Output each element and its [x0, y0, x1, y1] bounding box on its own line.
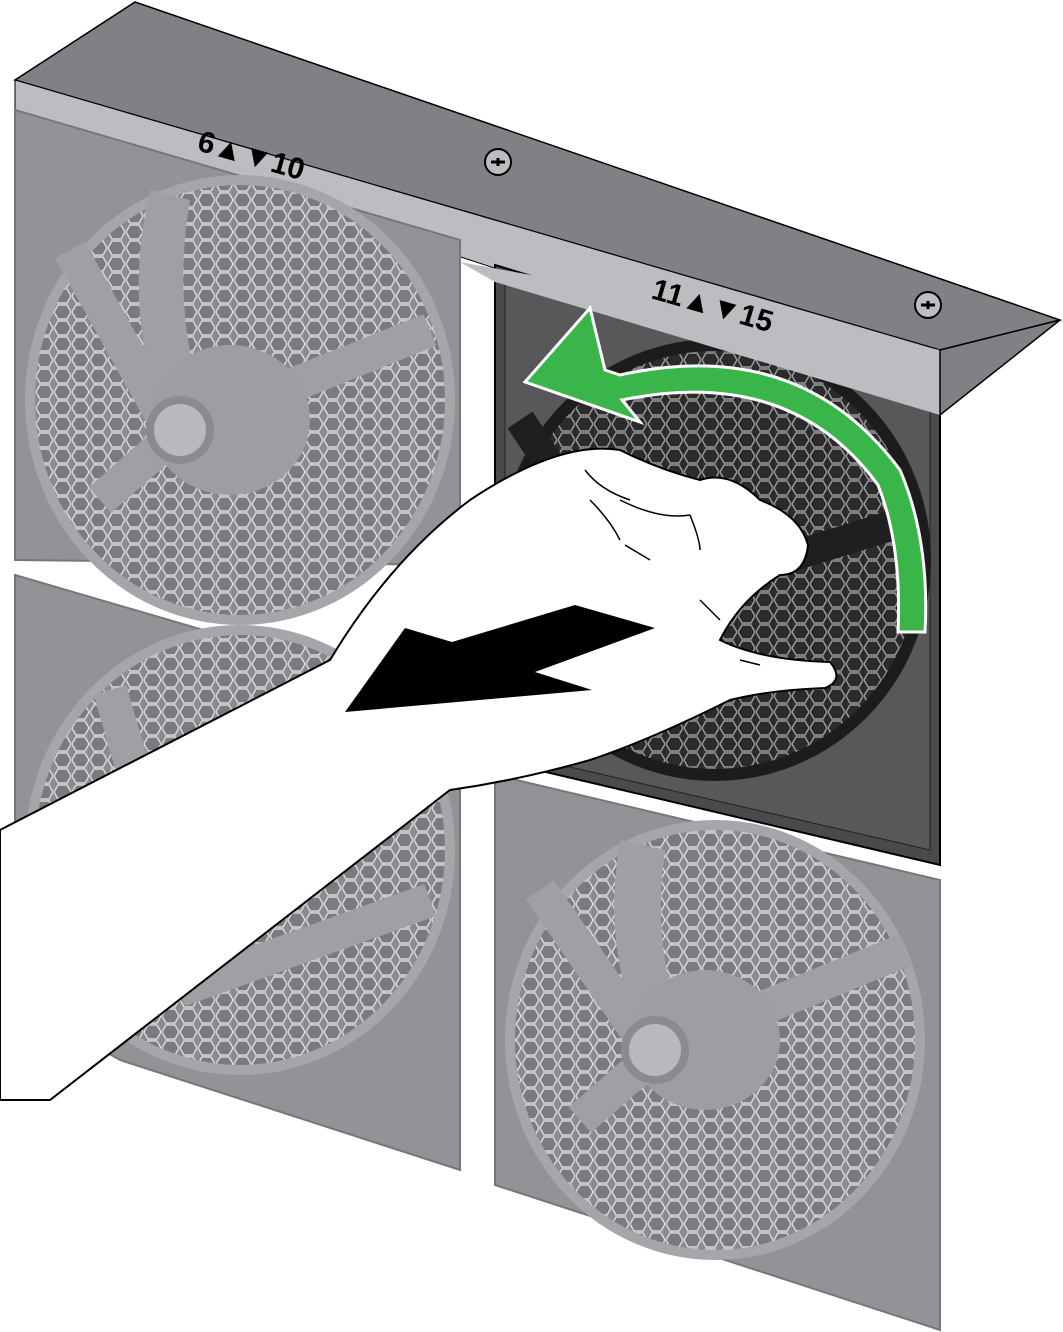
fan-module-bottom-right	[494, 773, 941, 1332]
hand-icon	[0, 447, 838, 1101]
screw-icon	[914, 291, 942, 319]
fan-module-top-left	[14, 108, 461, 625]
bezel-right-end	[460, 262, 940, 415]
pull-arrow-icon	[345, 605, 655, 712]
bezel-right-bracket	[939, 319, 1061, 417]
screw-icon	[484, 148, 512, 176]
rotate-arrow-icon	[522, 304, 928, 634]
